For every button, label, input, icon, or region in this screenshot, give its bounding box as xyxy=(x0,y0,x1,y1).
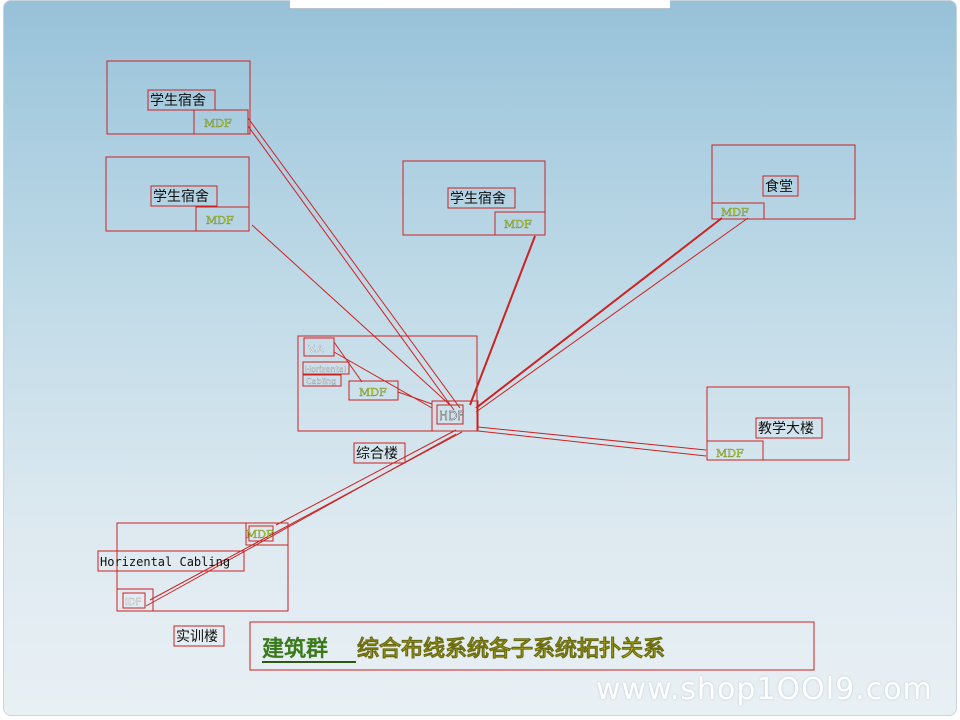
complex-box xyxy=(297,335,478,432)
complex-label: 综合楼 xyxy=(356,446,398,462)
complex-hdf-box xyxy=(436,404,464,425)
link-training-mdf xyxy=(275,429,457,526)
complex-building: V.A Horizental Cabling MDF HDF 综合楼 xyxy=(297,335,479,464)
complex-mdf-box xyxy=(348,380,399,401)
dorm1-building: 学生宿舍 MDF xyxy=(106,60,251,135)
dorm1-mdf: MDF xyxy=(204,117,232,130)
canteen-box xyxy=(711,144,856,220)
complex-mdf: MDF xyxy=(359,386,387,399)
title-box xyxy=(249,621,815,671)
link-dorm1-hdf-b xyxy=(247,125,455,411)
link-teaching-hdf-b xyxy=(477,430,707,457)
dorm2-label-box xyxy=(150,185,218,207)
teaching-mdf: MDF xyxy=(716,447,744,460)
training-horizontal-label: Horizental Cabling xyxy=(100,555,230,569)
link-dorm2-hdf xyxy=(251,224,451,406)
dorm3-label: 学生宿舍 xyxy=(450,190,506,207)
complex-label-box xyxy=(353,442,406,464)
training-mdf-box xyxy=(248,525,274,542)
teaching-mdf-box xyxy=(706,440,764,461)
training-idf-outer-box xyxy=(116,588,154,612)
title-prefix: 建筑群 xyxy=(262,636,328,662)
dorm2-box xyxy=(105,156,250,232)
top-bar xyxy=(290,0,670,9)
connection-lines xyxy=(145,117,749,607)
link-teaching-hdf-a xyxy=(477,426,707,451)
dorm1-label: 学生宿舍 xyxy=(150,92,206,109)
training-box xyxy=(116,522,289,612)
canteen-mdf-box xyxy=(711,202,765,220)
link-canteen-hdf-b xyxy=(475,217,749,413)
watermark: www.shop1OOl9.com xyxy=(596,672,933,707)
link-training-idf-b xyxy=(145,433,457,607)
complex-horizontal-label-2: Cabling xyxy=(306,377,336,386)
canteen-label: 食堂 xyxy=(765,178,793,195)
teaching-building: 教学大楼 MDF xyxy=(706,386,850,461)
link-dorm1-hdf-a xyxy=(247,117,461,409)
canteen-building: 食堂 MDF xyxy=(711,144,856,220)
dorm1-box xyxy=(106,60,251,135)
link-canteen-hdf-a xyxy=(475,217,723,409)
training-mdf-outer-box xyxy=(245,522,289,546)
complex-horizontal-label-1: Horizental xyxy=(305,365,346,374)
link-dorm3-hdf xyxy=(469,235,536,406)
training-mdf: MDF xyxy=(246,528,274,541)
training-building: MDF Horizental Cabling IDF 实训楼 xyxy=(97,522,289,647)
complex-horizontal-box-1 xyxy=(302,361,350,375)
link-complex-mdf-hdf xyxy=(397,391,433,405)
dorm3-label-box xyxy=(447,187,516,209)
diagram-title: 建筑群 综合布线系统各子系统拓扑关系 xyxy=(249,621,815,671)
dorm2-mdf-box xyxy=(195,206,250,232)
dorm3-building: 学生宿舍 MDF xyxy=(402,160,546,236)
training-label: 实训楼 xyxy=(176,629,218,645)
training-horizontal-box xyxy=(97,550,245,572)
complex-horizontal-box-2 xyxy=(302,374,342,387)
canteen-mdf: MDF xyxy=(721,206,749,219)
dorm2-building: 学生宿舍 MDF xyxy=(105,156,250,232)
dorm1-label-box xyxy=(147,89,216,111)
complex-idf-box xyxy=(303,337,335,357)
teaching-label: 教学大楼 xyxy=(758,421,814,437)
dorm2-mdf: MDF xyxy=(206,214,234,227)
dorm3-box xyxy=(402,160,546,236)
title-rest: 综合布线系统各子系统拓扑关系 xyxy=(357,636,665,662)
complex-hdf: HDF xyxy=(439,409,464,423)
teaching-label-box xyxy=(755,417,823,439)
canteen-label-box xyxy=(762,175,799,197)
complex-hdf-outer-box xyxy=(431,400,479,432)
training-idf: IDF xyxy=(125,597,142,608)
training-idf-box xyxy=(122,592,146,609)
complex-idf-label: V.A xyxy=(308,344,324,355)
dorm3-mdf: MDF xyxy=(504,218,532,231)
dorm3-mdf-box xyxy=(494,211,546,236)
dorm1-mdf-box xyxy=(193,109,249,135)
training-label-box xyxy=(173,625,225,647)
dorm2-label: 学生宿舍 xyxy=(153,188,209,205)
teaching-box xyxy=(706,386,850,461)
